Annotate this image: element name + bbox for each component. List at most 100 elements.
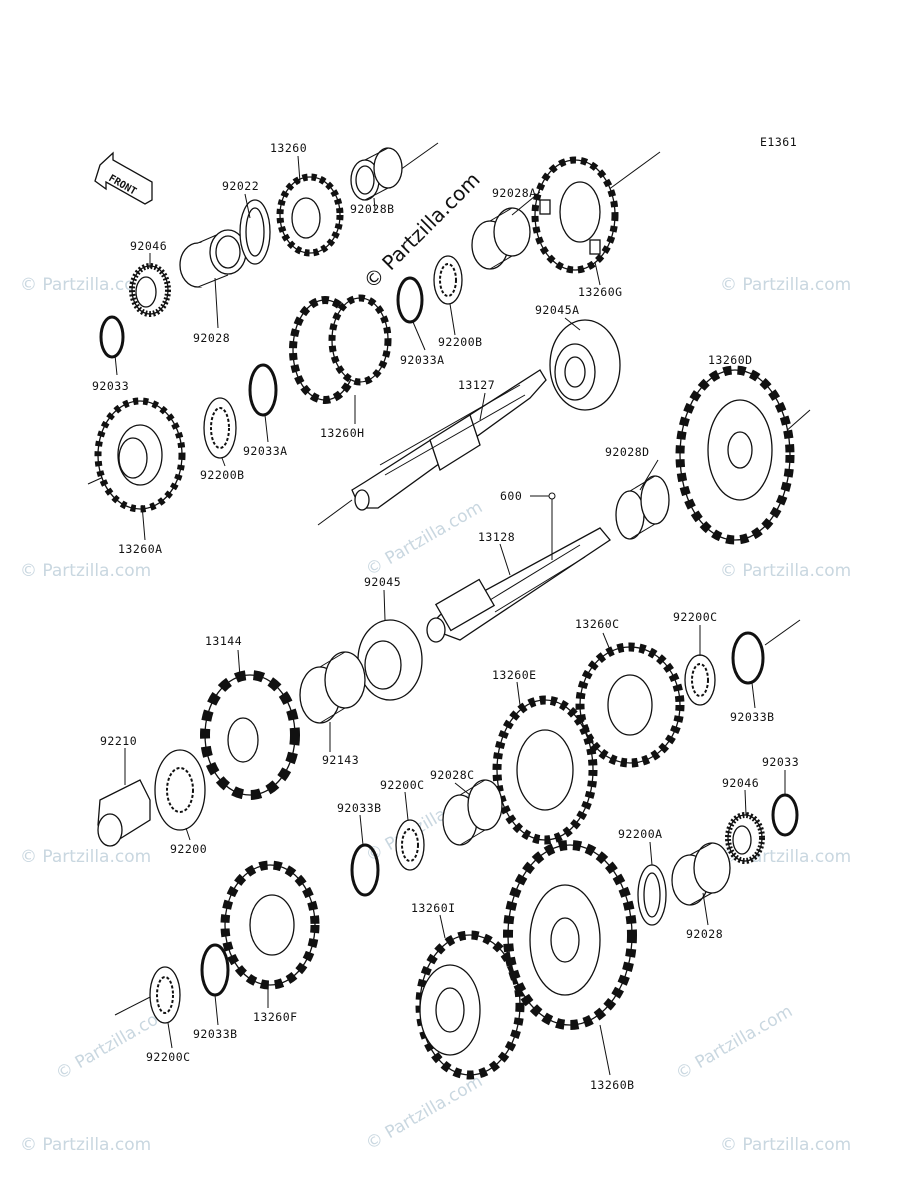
label-92200C-upper: 92200C: [673, 610, 718, 624]
washer-92022: [239, 199, 271, 265]
washer-92200C-upper: [684, 654, 716, 706]
label-92033-bottom: 92033: [762, 755, 799, 769]
label-92045: 92045: [364, 575, 401, 589]
washer-92200C-middle: [395, 819, 425, 871]
label-13144: 13144: [205, 634, 242, 648]
circlip-92033B-middle: [350, 843, 380, 897]
label-92028-bottom: 92028: [686, 927, 723, 941]
washer-92200B-upper: [433, 255, 463, 305]
label-92028-top: 92028: [193, 331, 230, 345]
bushing-92028C: [442, 779, 503, 846]
label-92028A: 92028A: [492, 186, 537, 200]
washer-92200B-lower: [203, 397, 237, 459]
label-13260F: 13260F: [253, 1010, 298, 1024]
label-92200B-lower: 92200B: [200, 468, 245, 482]
label-92200C-bottom: 92200C: [146, 1050, 191, 1064]
label-92200C-middle: 92200C: [380, 778, 425, 792]
gear-13260: [276, 173, 344, 257]
bushing-92028-top: [179, 229, 247, 288]
label-13260: 13260: [270, 141, 307, 155]
watermark-text: © Partzilla.com: [363, 1071, 487, 1154]
label-92046-top: 92046: [130, 239, 167, 253]
label-92200: 92200: [170, 842, 207, 856]
watermark-text: © Partzilla.com: [363, 497, 487, 580]
diagram-code: E1361: [760, 135, 797, 149]
label-92210: 92210: [100, 734, 137, 748]
washer-92200C-bottom: [149, 966, 181, 1024]
circlip-92033-bottom: [771, 793, 799, 837]
shaft-13128: [426, 527, 611, 643]
label-13260C: 13260C: [575, 617, 620, 631]
bushing-92028A: [471, 207, 531, 270]
gear-13260B: [503, 840, 637, 1030]
part-labels: 13260 92022 92028B 92028A 13260G 92046 9…: [92, 141, 799, 1092]
label-92033-top: 92033: [92, 379, 129, 393]
gear-13260A: [94, 397, 186, 513]
label-13260E: 13260E: [492, 668, 537, 682]
label-13260A: 13260A: [118, 542, 163, 556]
label-13260G: 13260G: [578, 285, 623, 299]
label-92022: 92022: [222, 179, 259, 193]
bushing-92028-bottom: [671, 842, 731, 906]
watermark-text: © Partzilla.com: [20, 275, 151, 295]
label-92143: 92143: [322, 753, 359, 767]
gear-13260F: [220, 860, 320, 990]
shaft-13127: [351, 369, 547, 511]
label-92033B-bottom: 92033B: [193, 1027, 238, 1041]
bushing-92028D: [615, 475, 670, 540]
label-600: 600: [500, 489, 522, 503]
ball-bearing-92045: [357, 619, 423, 701]
label-13260B: 13260B: [590, 1078, 635, 1092]
circlip-92033B-bottom: [200, 943, 230, 997]
circlip-92033B-upper: [731, 631, 765, 685]
label-92046-bottom: 92046: [722, 776, 759, 790]
label-92045A: 92045A: [535, 303, 580, 317]
gear-13260I: [415, 930, 525, 1080]
needle-bearing-92046-bottom: [725, 812, 765, 864]
washer-92200: [154, 749, 206, 831]
label-92033A-lower: 92033A: [243, 444, 288, 458]
nut-92210: [97, 779, 151, 847]
axis-line: [764, 619, 801, 646]
gear-13260H: [289, 294, 392, 404]
sprocket-13144: [200, 670, 300, 800]
watermark-text: © Partzilla.com: [20, 561, 151, 581]
watermark-text: © Partzilla.com: [673, 1001, 797, 1084]
gear-13260D: [675, 365, 795, 545]
watermark-text: © Partzilla.com: [720, 1135, 851, 1155]
watermark-text: © Partzilla.com: [20, 1135, 151, 1155]
ball-bearing-92045A: [549, 319, 621, 411]
circlip-92033-top: [99, 315, 125, 359]
needle-bearing-92046-top: [129, 263, 171, 317]
circlip-92033A-lower: [248, 363, 278, 417]
watermark-text: © Partzilla.com: [720, 275, 851, 295]
label-13260I: 13260I: [411, 901, 456, 915]
label-13260D: 13260D: [708, 353, 753, 367]
axis-line: [399, 142, 439, 171]
grease-point-600: [530, 492, 556, 560]
collar-92143: [299, 651, 366, 724]
label-92033A-upper: 92033A: [400, 353, 445, 367]
label-13128: 13128: [478, 530, 515, 544]
axis-line: [317, 499, 353, 526]
label-92028D: 92028D: [605, 445, 650, 459]
label-92200A: 92200A: [618, 827, 663, 841]
gear-13260G: [531, 156, 619, 274]
washer-92200A: [637, 864, 667, 926]
front-arrow-icon: FRONT: [94, 151, 153, 205]
watermark-text: © Partzilla.com: [20, 847, 151, 867]
gear-13260C: [575, 642, 685, 768]
label-92033B-middle: 92033B: [337, 801, 382, 815]
axis-line: [607, 151, 661, 191]
watermark-text: © Partzilla.com: [720, 561, 851, 581]
label-92200B-upper: 92200B: [438, 335, 483, 349]
circlip-92033A-upper: [396, 276, 424, 324]
label-92028B: 92028B: [350, 202, 395, 216]
label-92028C: 92028C: [430, 768, 475, 782]
label-92033B-upper: 92033B: [730, 710, 775, 724]
leader-lines: [114, 155, 786, 1076]
gear-13260E: [492, 695, 598, 845]
label-13127: 13127: [458, 378, 495, 392]
bushing-92028B: [350, 147, 403, 201]
